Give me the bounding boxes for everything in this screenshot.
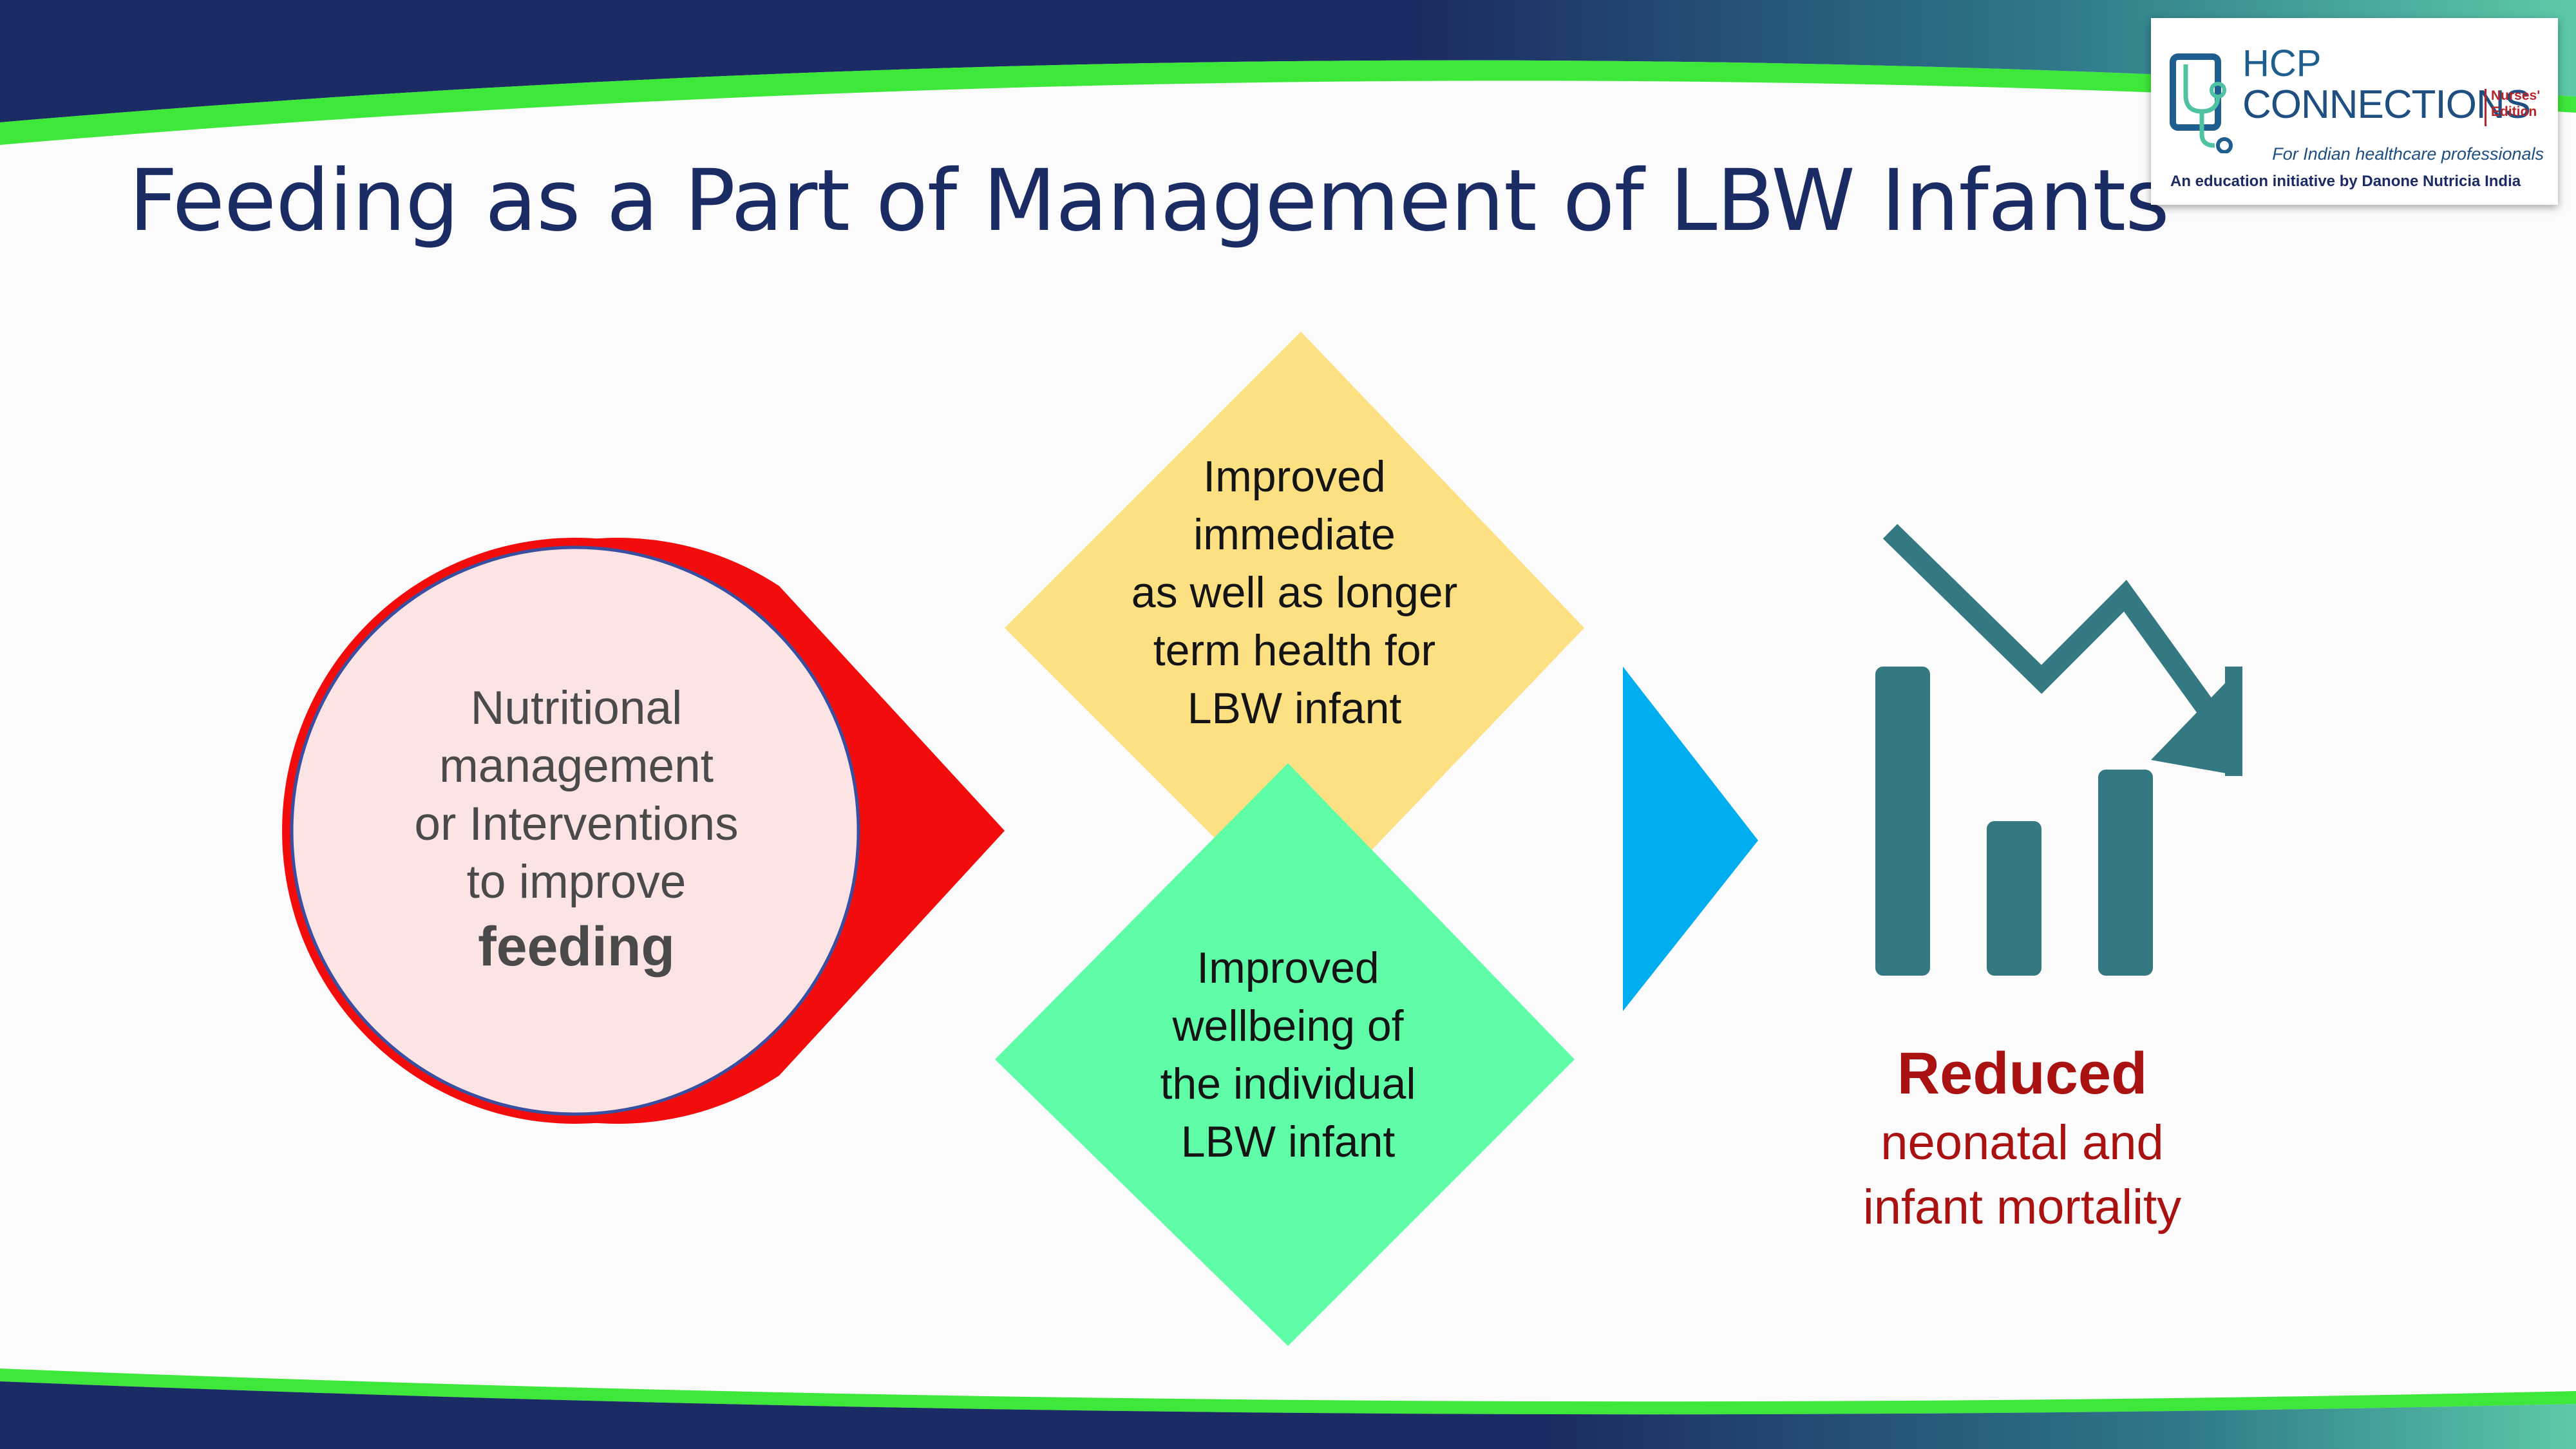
hcp-connections-logo: HCP CONNECTIONS Nurses' Edition For Indi… [2151, 18, 2558, 205]
circle-line-4: to improve [466, 856, 687, 908]
outcome-heading: Reduced [1897, 1041, 2148, 1106]
circle-line-2: management [439, 740, 714, 792]
logo-brand-top: HCP [2242, 43, 2322, 84]
arrow-right [1623, 667, 1758, 1011]
diamond-bottom-text: Improved wellbeing of the individual LBW… [1095, 939, 1481, 1171]
bottom-band [0, 1381, 2576, 1449]
outcome-line-2: infant mortality [1862, 1180, 2182, 1235]
circle-inner [290, 545, 860, 1116]
outcome-line-1: neonatal and [1880, 1115, 2164, 1170]
diamond-top-line-5: LBW infant [1187, 684, 1402, 733]
diamond-top-line-4: term health for [1153, 626, 1436, 675]
logo-edition-line1: Nurses' [2491, 88, 2541, 103]
circle-line-1: Nutritional [470, 682, 683, 734]
diamond-bottom-line-2: wellbeing of [1172, 1001, 1404, 1050]
circle-emphasis: feeding [478, 916, 675, 978]
logo-separator [2485, 89, 2486, 126]
logo-edition: Nurses' Edition [2491, 88, 2555, 120]
logo-tagline: For Indian healthcare professionals [2272, 144, 2544, 164]
diamond-top [1005, 332, 1584, 924]
diamond-bottom-line-1: Improved [1197, 943, 1379, 992]
diamond-bottom-line-3: the individual [1160, 1059, 1416, 1108]
bottom-green-stripe [0, 1368, 2576, 1415]
diamond-bottom-line-4: LBW infant [1180, 1117, 1396, 1166]
logo-brand-main: CONNECTIONS [2242, 82, 2531, 127]
diamond-top-line-2: immediate [1193, 510, 1396, 559]
diamond-bottom [995, 763, 1575, 1346]
outcome-text: Reduced neonatal and infant mortality [1803, 1037, 2241, 1240]
circle-line-3: or Interventions [414, 798, 739, 850]
slide-title: Feeding as a Part of Management of LBW I… [129, 151, 2170, 251]
logo-edition-line2: Edition [2491, 104, 2537, 120]
circle-text: Nutritional management or Interventions … [361, 679, 792, 982]
diamond-top-line-3: as well as longer [1131, 568, 1458, 617]
top-green-stripe [0, 60, 2576, 146]
diamond-top-line-1: Improved [1203, 452, 1386, 501]
logo-initiative: An education initiative by Danone Nutric… [2170, 173, 2521, 190]
diamond-top-text: Improved immediate as well as longer ter… [1101, 448, 1488, 737]
tablet-stethoscope-icon [2170, 53, 2233, 153]
